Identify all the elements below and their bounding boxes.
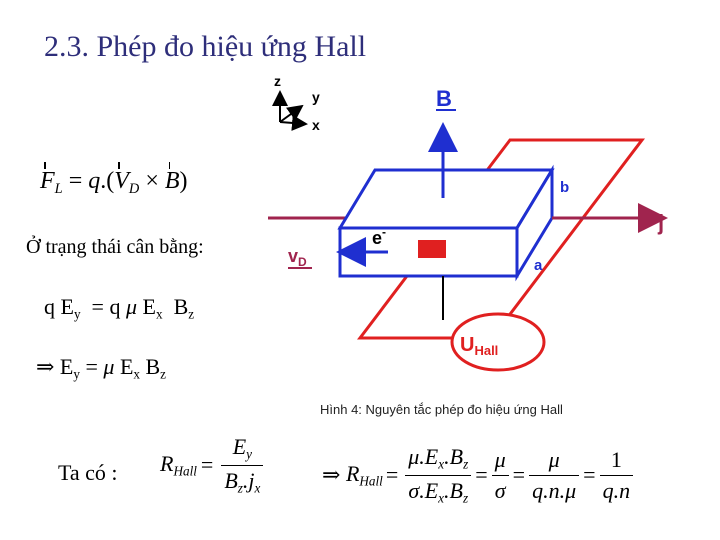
hall-effect-diagram: z y x UHall B j e- vD b a	[268, 73, 668, 372]
equilibrium-equation: q Ey = q μ Ex Bz	[44, 294, 195, 322]
electron-label: e	[372, 228, 382, 248]
axis-z-label: z	[274, 73, 281, 89]
axis-y-label: y	[312, 89, 320, 105]
field-relation-equation: ⇒ Ey = μ Ex Bz	[36, 354, 167, 382]
side-a-label: a	[534, 257, 543, 274]
svg-text:UHall: UHall	[460, 334, 498, 358]
result-label: Ta có :	[58, 460, 118, 485]
lorentz-force-equation: FL = q.(VD × B)	[40, 162, 188, 198]
slide-title: 2.3. Phép đo hiệu ứng Hall	[44, 30, 367, 63]
drift-velocity-label: v	[288, 246, 298, 266]
figure-caption: Hình 4: Nguyên tắc phép đo hiệu ứng Hall	[320, 402, 563, 417]
electron-charge-block	[418, 240, 446, 258]
semiconductor-sample	[337, 164, 555, 282]
side-b-label: b	[560, 179, 569, 196]
hall-voltage-label: U	[460, 334, 474, 356]
axis-x-label: x	[312, 117, 320, 133]
svg-text:e-: e-	[372, 225, 386, 248]
hall-voltmeter	[450, 312, 546, 372]
svg-text:vD: vD	[288, 246, 307, 269]
magnetic-field-label: B	[436, 86, 452, 111]
current-density-label: j	[657, 210, 664, 235]
equilibrium-text: Ở trạng thái cân bằng:	[26, 236, 204, 258]
axis-triad: z y x	[272, 73, 320, 133]
